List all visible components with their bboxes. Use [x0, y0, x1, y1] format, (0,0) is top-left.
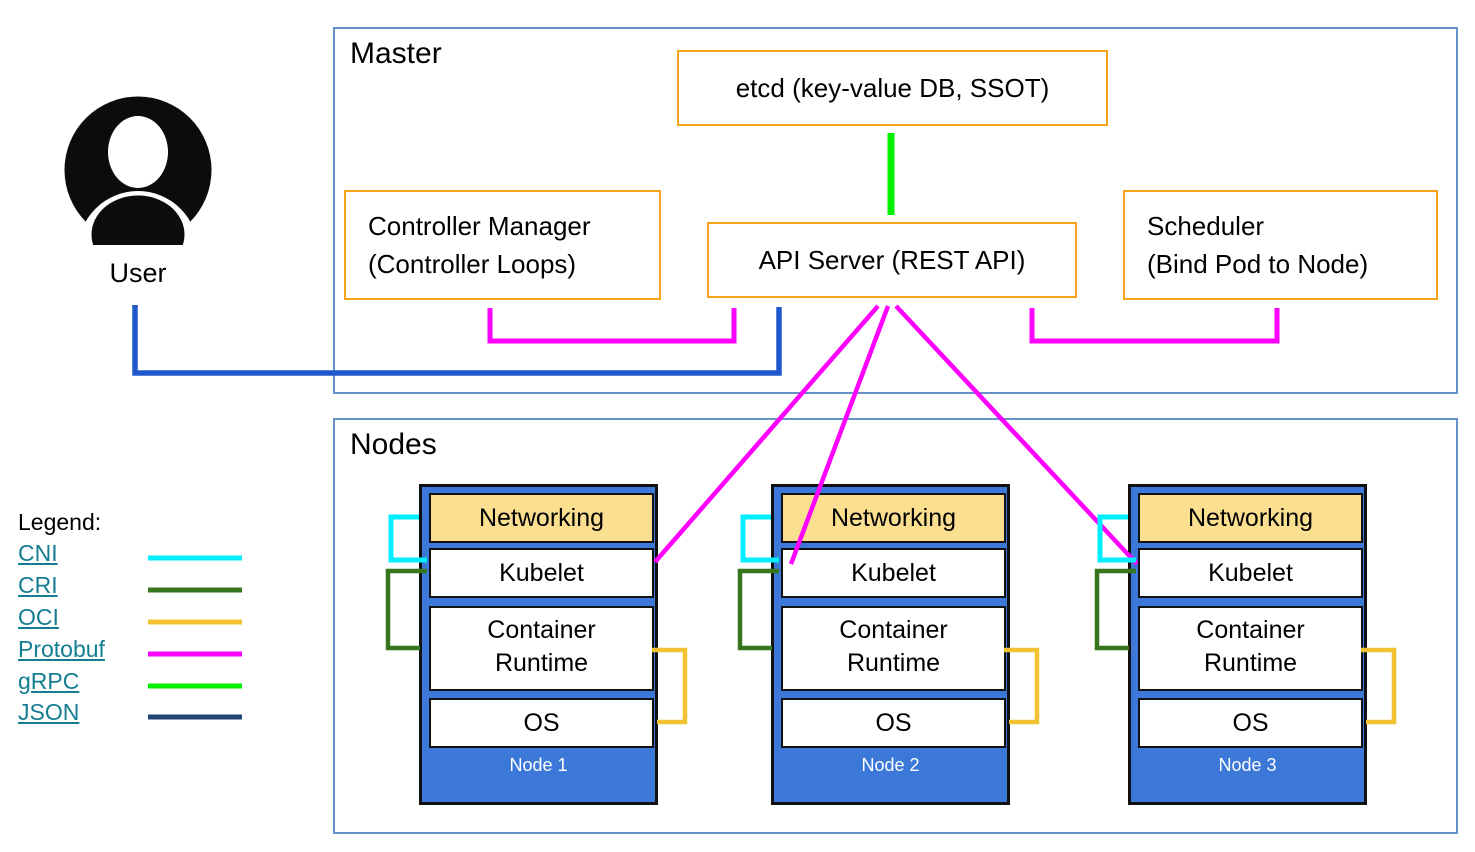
scheduler-line2: (Bind Pod to Node)	[1147, 249, 1369, 279]
legend-title: Legend:	[18, 509, 102, 535]
legend-row-json: JSON	[18, 697, 105, 729]
layer-networking: Networking	[1138, 493, 1363, 543]
legend-link-cri[interactable]: CRI	[18, 572, 58, 599]
node-3: Networking Kubelet Container Runtime OS …	[1128, 484, 1367, 805]
layer-kubelet: Kubelet	[1138, 548, 1363, 598]
legend-row-oci: OCI	[18, 602, 105, 634]
layer-os: OS	[1138, 698, 1363, 748]
legend-link-cni[interactable]: CNI	[18, 540, 58, 567]
legend-link-oci[interactable]: OCI	[18, 603, 59, 630]
layer-networking: Networking	[781, 493, 1006, 543]
node-1-label: Node 1	[509, 755, 568, 775]
legend-link-grpc[interactable]: gRPC	[18, 667, 80, 694]
user-icon	[64, 96, 212, 311]
layer-os: OS	[781, 698, 1006, 748]
legend-row-cri: CRI	[18, 570, 105, 602]
layer-kubelet: Kubelet	[429, 548, 654, 598]
etcd-box: etcd (key-value DB, SSOT)	[677, 50, 1108, 126]
legend-row-protobuf: Protobuf	[18, 633, 105, 665]
controller-manager-line2: (Controller Loops)	[368, 249, 577, 279]
user-label: User	[109, 258, 167, 288]
legend-link-protobuf[interactable]: Protobuf	[18, 635, 105, 662]
controller-manager-box: Controller Manager (Controller Loops)	[344, 190, 661, 300]
legend-link-json[interactable]: JSON	[18, 699, 80, 726]
user-figure: User	[63, 95, 213, 311]
master-title: Master	[350, 37, 442, 70]
layer-networking: Networking	[429, 493, 654, 543]
layer-container-runtime: Container Runtime	[1138, 606, 1363, 691]
node-3-label: Node 3	[1218, 755, 1277, 775]
scheduler-box: Scheduler (Bind Pod to Node)	[1123, 190, 1438, 300]
layer-container-runtime: Container Runtime	[429, 606, 654, 691]
controller-manager-line1: Controller Manager	[368, 211, 591, 241]
layer-os: OS	[429, 698, 654, 748]
nodes-title: Nodes	[350, 428, 437, 461]
layer-kubelet: Kubelet	[781, 548, 1006, 598]
legend: Legend: CNI CRI OCI Protobuf gRPC JSON	[18, 506, 105, 729]
node-1: Networking Kubelet Container Runtime OS …	[419, 484, 658, 805]
node-2: Networking Kubelet Container Runtime OS …	[771, 484, 1010, 805]
legend-row-grpc: gRPC	[18, 665, 105, 697]
scheduler-line1: Scheduler	[1147, 211, 1265, 241]
layer-container-runtime: Container Runtime	[781, 606, 1006, 691]
node-2-label: Node 2	[861, 755, 920, 775]
api-server-box: API Server (REST API)	[707, 222, 1077, 298]
legend-row-cni: CNI	[18, 538, 105, 570]
